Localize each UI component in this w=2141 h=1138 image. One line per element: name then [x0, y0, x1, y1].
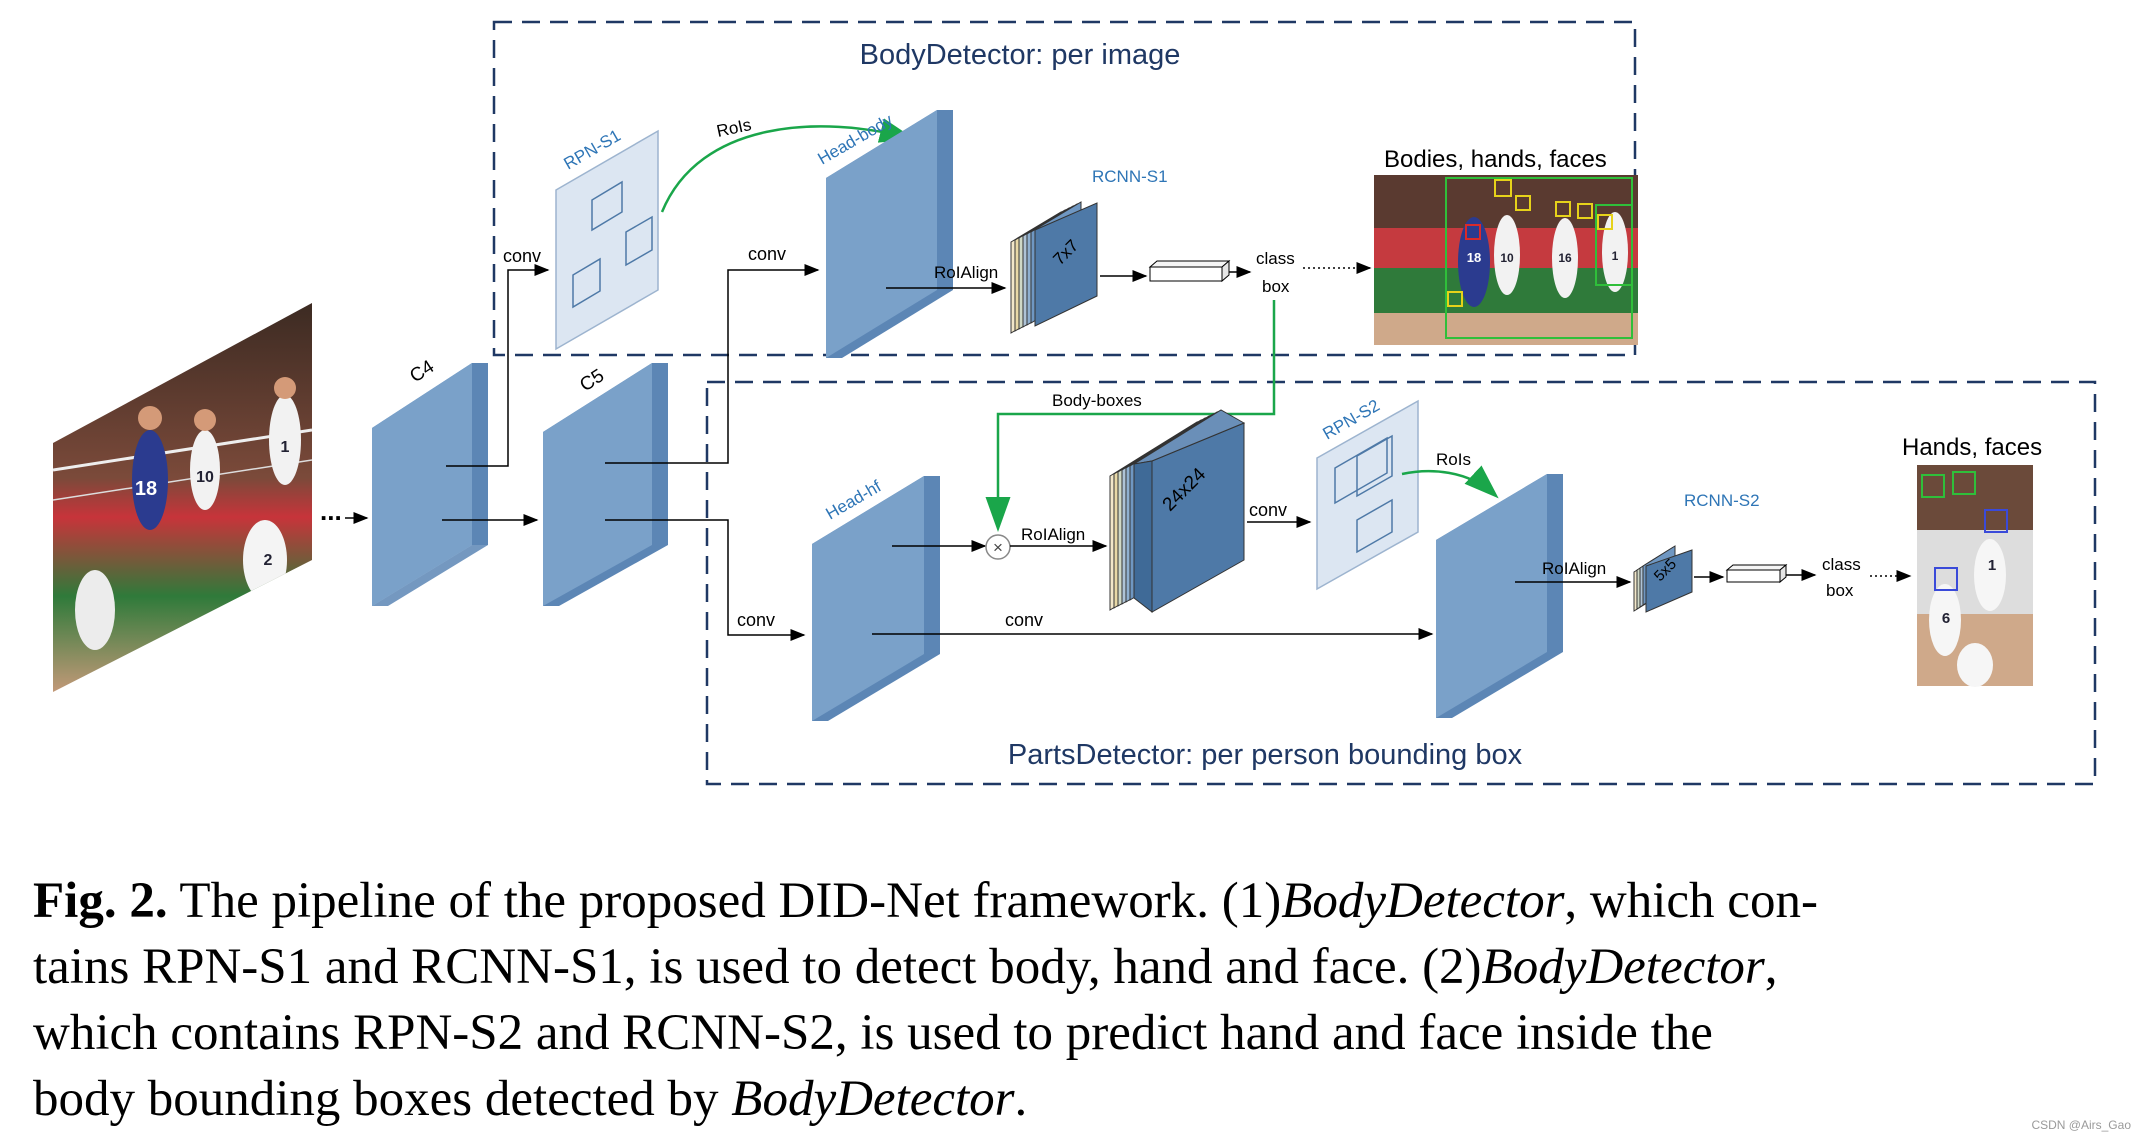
- rpn-s2-panel: RPN-S2: [1316, 396, 1419, 591]
- c5-label: C5: [576, 365, 608, 396]
- caption-seg: body bounding boxes detected by: [33, 1071, 732, 1127]
- rcnn-s1-label: RCNN-S1: [1092, 167, 1168, 186]
- conv-label: conv: [503, 246, 541, 266]
- jersey-number: 18: [135, 478, 157, 500]
- caption-seg: tains RPN-S1 and RCNN-S1, is used to det…: [33, 939, 1482, 995]
- output-image-stage1: Bodies, hands, faces 18 10 16 1: [1374, 146, 1638, 345]
- parts-detector-frame: PartsDetector: per person bounding box: [705, 380, 2097, 786]
- caption-seg: BodyDetector: [1481, 939, 1765, 995]
- rcnn-s1-pooled-stack: 7x7 RCNN-S1: [1010, 167, 1168, 334]
- box-label: box: [1262, 277, 1290, 296]
- rois-arrow-stage2: [1401, 465, 1499, 499]
- jersey-number: 10: [196, 469, 214, 486]
- rpn-s1-panel: RPN-S1: [555, 126, 659, 351]
- jersey-number: 16: [1558, 251, 1572, 265]
- body-detector-title: BodyDetector: per image: [860, 39, 1181, 71]
- c4-feature-map: C4: [372, 356, 488, 606]
- head-hf-feature-map: Head-hf: [812, 476, 940, 721]
- rois-label: RoIs: [1436, 450, 1471, 469]
- jersey-number: 10: [1500, 251, 1514, 265]
- caption-seg: ,: [1764, 939, 1778, 995]
- class-label: class: [1822, 555, 1861, 574]
- caption-line-3: which contains RPN-S2 and RCNN-S2, is us…: [33, 1000, 2113, 1066]
- c5-feature-map: C5: [543, 363, 668, 606]
- caption-seg: , which con-: [1564, 873, 1818, 929]
- body-detector-frame: BodyDetector: per image: [492, 20, 1637, 357]
- caption-line-4: body bounding boxes detected by BodyDete…: [33, 1066, 2113, 1132]
- stage1-output-title: Bodies, hands, faces: [1384, 146, 1607, 173]
- caption-seg: .: [1014, 1071, 1028, 1127]
- arrow-c4-to-rpn-s1: [446, 264, 550, 467]
- jersey-number: 2: [264, 552, 273, 569]
- caption-line-1: Fig. 2. The pipeline of the proposed DID…: [33, 868, 2113, 934]
- input-image: 18 10 1 2: [53, 303, 312, 692]
- rcnn-s2-pooled-stack: 5x5 RCNN-S2: [1633, 491, 1760, 613]
- stage2-feature-map: [1436, 474, 1563, 718]
- body-boxes-arrow: [985, 300, 1276, 532]
- caption-seg: which contains RPN-S2 and RCNN-S2, is us…: [33, 1005, 1713, 1061]
- conv-label: conv: [1249, 500, 1287, 520]
- conv-label: conv: [737, 610, 775, 630]
- watermark: CSDN @Airs_Gao: [2031, 1118, 2131, 1132]
- arrow-c5-to-head-hf: [605, 519, 806, 641]
- caption-line-2: tains RPN-S1 and RCNN-S1, is used to det…: [33, 934, 2113, 1000]
- caption-seg: BodyDetector: [731, 1071, 1015, 1127]
- jersey-number: 1: [281, 439, 290, 456]
- parts-detector-title: PartsDetector: per person bounding box: [1008, 739, 1523, 771]
- multiply-node: ×: [985, 534, 1011, 560]
- body-boxes-label: Body-boxes: [1052, 391, 1142, 410]
- pooled-24x24-stack: 24x24: [1109, 409, 1246, 614]
- rcnn-s2-label: RCNN-S2: [1684, 491, 1760, 510]
- c4-label: C4: [406, 356, 438, 387]
- jersey-number: 1: [1988, 557, 1996, 574]
- caption-seg: BodyDetector: [1281, 873, 1565, 929]
- fc-layer-stage2: [1725, 563, 1788, 584]
- jersey-number: 18: [1467, 250, 1481, 265]
- jersey-number: 1: [1612, 249, 1619, 263]
- caption-seg: The pipeline of the proposed DID-Net fra…: [179, 873, 1282, 929]
- arrow-c5-to-head-body: [605, 264, 820, 464]
- conv-label: conv: [1005, 610, 1043, 630]
- box-label: box: [1826, 581, 1854, 600]
- conv-label: conv: [748, 244, 786, 264]
- figure-caption: Fig. 2. The pipeline of the proposed DID…: [33, 868, 2113, 1132]
- roialign-label: RoIAlign: [1021, 525, 1085, 544]
- multiply-symbol: ×: [993, 538, 1003, 557]
- class-label: class: [1256, 249, 1295, 268]
- head-body-feature-map: Head-body: [815, 110, 953, 358]
- roialign-label: RoIAlign: [934, 263, 998, 282]
- did-net-pipeline-diagram: BodyDetector: per image PartsDetector: p…: [53, 20, 2097, 786]
- stage2-output-title: Hands, faces: [1902, 434, 2042, 461]
- figure-number: Fig. 2.: [33, 873, 168, 929]
- roialign-label: RoIAlign: [1542, 559, 1606, 578]
- output-image-stage2: Hands, faces 1 6: [1902, 434, 2042, 687]
- ellipsis: ...: [320, 496, 342, 526]
- fc-layer-stage1: [1148, 259, 1231, 283]
- rois-arrow-stage1: [660, 118, 915, 213]
- jersey-number: 6: [1942, 610, 1950, 627]
